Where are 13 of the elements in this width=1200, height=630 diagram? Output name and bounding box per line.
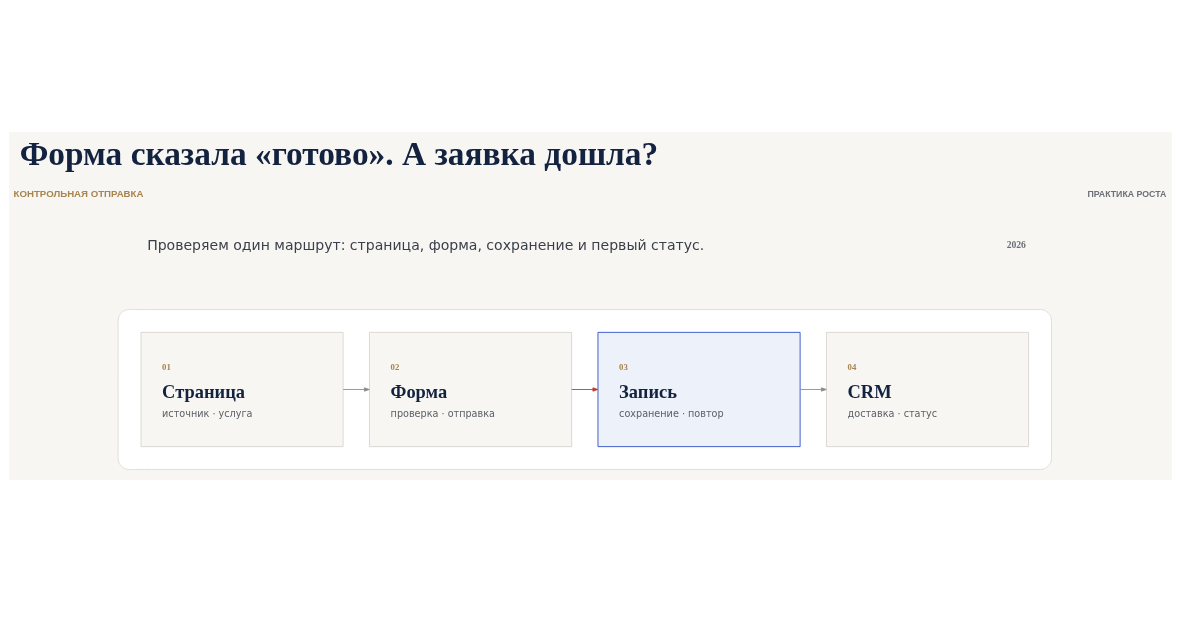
label: ПРАКТИКА РОСТА [1087,188,1167,199]
arrow [571,386,599,392]
arrow [342,386,370,392]
cluster [117,308,1052,470]
node-box: 04 CRM доставка · статус [826,331,1030,447]
label: 2026 [1006,238,1026,250]
label: Проверяем один маршрут: страница, форма, сохранение и первый статус. [147,236,705,253]
arrow [799,386,827,392]
node-box: 02 Форма проверка · отправка [369,331,573,447]
node-box: 03 Запись сохранение · повтор [597,331,801,447]
label: КОНТРОЛЬНАЯ ОТПРАВКА [13,187,144,199]
node-box: 01 Страница источник · услуга [140,331,344,447]
diagram-title: Форма сказала «готово». А заявка дошла? [19,134,659,172]
